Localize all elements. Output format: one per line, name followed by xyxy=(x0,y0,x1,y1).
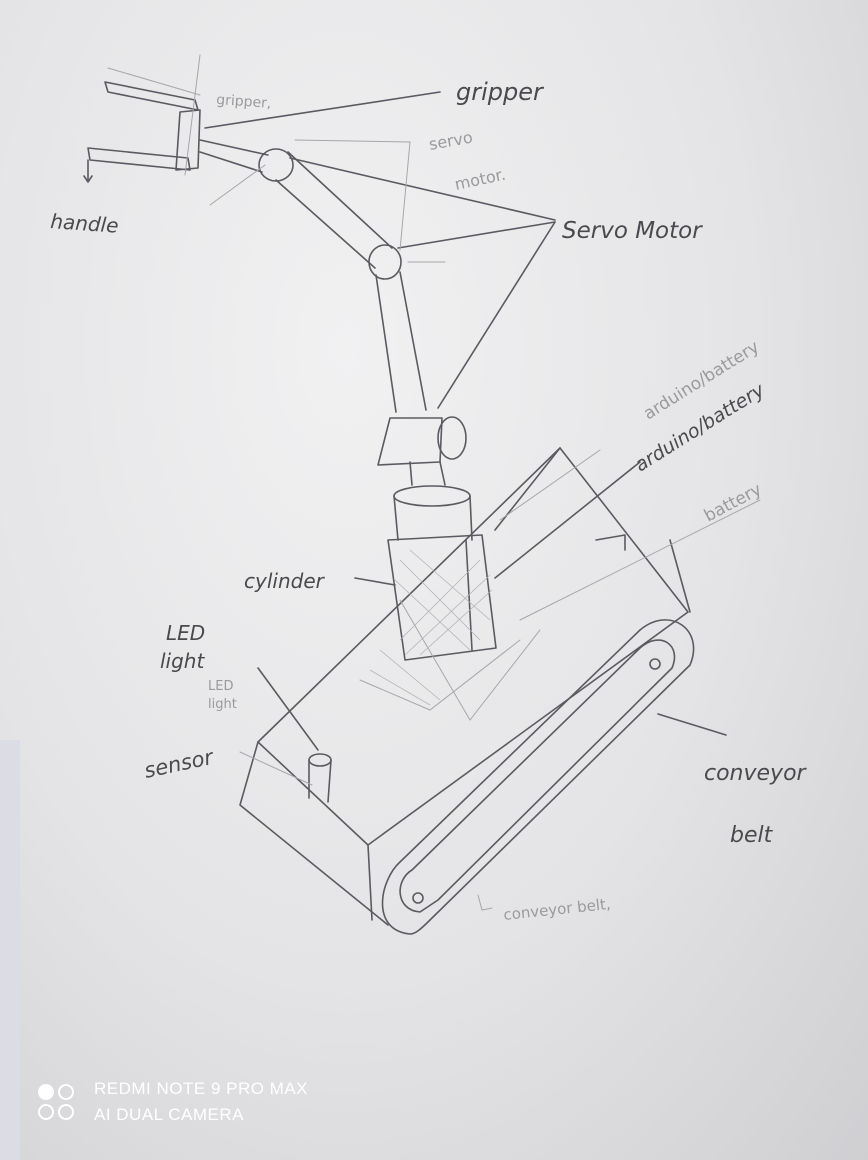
dual-camera-icon xyxy=(36,1080,80,1124)
watermark-line-1: REDMI NOTE 9 PRO MAX xyxy=(94,1076,308,1102)
label-cylinder: cylinder xyxy=(244,569,326,593)
label-servo-motor: Servo Motor xyxy=(562,218,703,244)
conveyor-drawing xyxy=(383,620,694,934)
label-light-faint: light xyxy=(208,697,237,712)
annotation-labels: gripper, gripper servo motor. handle Ser… xyxy=(50,78,808,924)
label-conveyor: conveyor xyxy=(704,761,808,786)
label-gripper-small: gripper, xyxy=(216,92,272,112)
label-belt: belt xyxy=(730,823,774,848)
lower-arm-drawing xyxy=(376,272,466,485)
label-gripper: gripper xyxy=(456,78,545,106)
label-handle: handle xyxy=(50,209,120,238)
label-sensor: sensor xyxy=(142,745,216,783)
camera-watermark: REDMI NOTE 9 PRO MAX AI DUAL CAMERA xyxy=(36,1076,308,1128)
gripper-drawing xyxy=(84,82,200,182)
label-conveyor-belt: conveyor belt, xyxy=(503,895,612,924)
label-light: light xyxy=(160,649,205,673)
label-led-faint: LED xyxy=(208,679,233,694)
label-motor-faint: motor. xyxy=(453,165,507,194)
sensor-drawing xyxy=(309,754,331,802)
label-battery: battery xyxy=(701,480,765,527)
construction-lines xyxy=(108,55,760,910)
label-led: LED xyxy=(166,621,205,645)
label-servo-faint: servo xyxy=(427,128,474,154)
watermark-line-2: AI DUAL CAMERA xyxy=(94,1102,308,1128)
cylinder-drawing xyxy=(388,486,496,660)
platform-drawing xyxy=(240,448,690,925)
